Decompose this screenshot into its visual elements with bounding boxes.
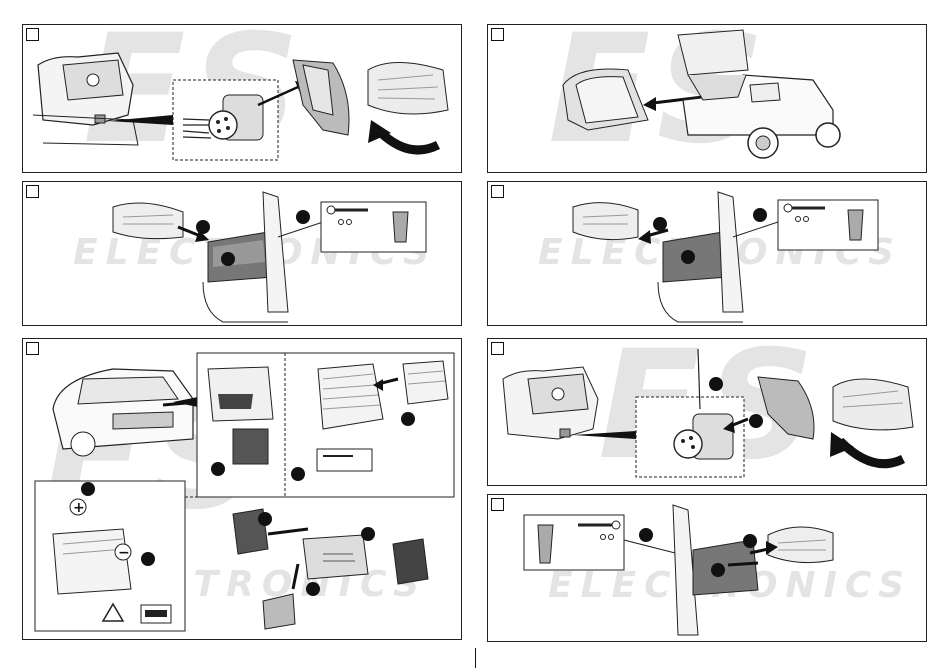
illustration-battery: + − xyxy=(23,339,461,639)
step-checkbox[interactable] xyxy=(491,342,504,355)
minus-sign: − xyxy=(118,545,130,561)
step-checkbox[interactable] xyxy=(26,342,39,355)
illustration-connector-removal xyxy=(23,25,461,172)
panel-battery: ES ELECTRONICS + − xyxy=(22,338,462,640)
illustration-remove-light xyxy=(488,182,926,325)
illustration-fasteners xyxy=(23,182,461,325)
step-checkbox[interactable] xyxy=(26,185,39,198)
panel-remove-connector: ES xyxy=(22,24,462,173)
page-divider xyxy=(475,648,476,668)
illustration-refit xyxy=(488,495,926,641)
illustration-trunk-panel xyxy=(488,25,926,172)
step-checkbox[interactable] xyxy=(491,28,504,41)
panel-remove-fasteners: ELECTRONICS xyxy=(22,181,462,326)
step-checkbox[interactable] xyxy=(491,185,504,198)
panel-open-trunk: ES xyxy=(487,24,927,173)
panel-refit-light: ELECTRONICS xyxy=(487,494,927,642)
step-checkbox[interactable] xyxy=(26,28,39,41)
step-checkbox[interactable] xyxy=(491,498,504,511)
panel-remove-tail-light: ELECTRONICS xyxy=(487,181,927,326)
illustration-connect xyxy=(488,339,926,485)
plus-sign: + xyxy=(73,500,85,516)
panel-connect-connector: ES xyxy=(487,338,927,486)
